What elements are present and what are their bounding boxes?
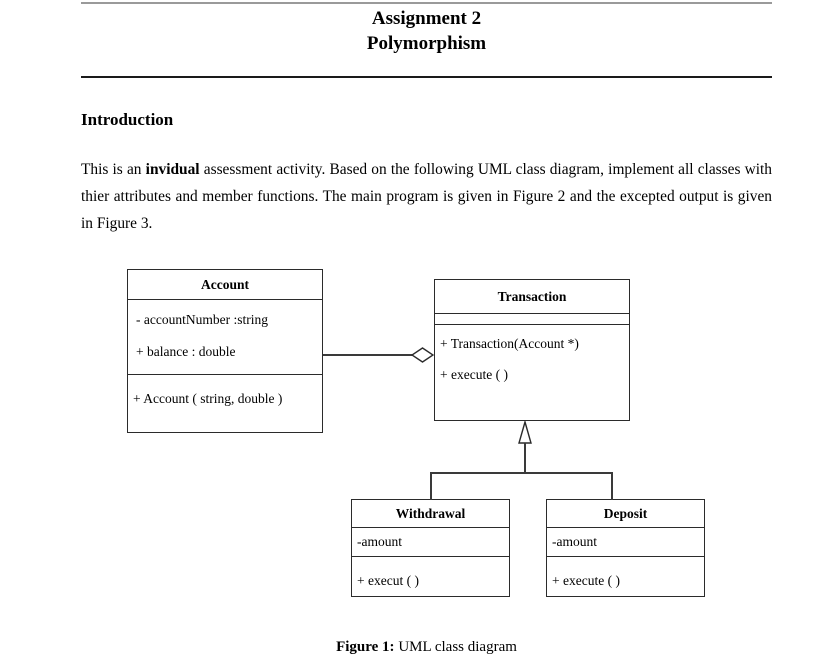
title-line-2: Polymorphism <box>366 33 487 54</box>
uml-operations-account: + Account ( string, double ) <box>128 375 322 430</box>
title-line-1: Assignment 2 <box>371 8 482 29</box>
intro-text-part-2: assessment activity. Based on the follow… <box>81 161 772 233</box>
uml-attribute-row: -amount <box>552 534 597 549</box>
figure-caption-text: UML class diagram <box>394 639 517 655</box>
uml-class-deposit: Deposit -amount + execute ( ) <box>546 499 705 597</box>
uml-class-withdrawal: Withdrawal -amount + execut ( ) <box>351 499 510 597</box>
header-rule-bottom <box>81 76 772 78</box>
figure-caption-label: Figure 1: <box>336 639 395 655</box>
uml-operations-deposit: + execute ( ) <box>547 557 704 596</box>
section-heading-introduction: Introduction <box>81 110 174 129</box>
introduction-paragraph: This is an invidual assessment activity.… <box>81 156 772 237</box>
generalization-drop-deposit <box>611 472 613 500</box>
uml-operation-row: + Account ( string, double ) <box>133 391 283 406</box>
uml-operation-row: + execute ( ) <box>440 367 508 382</box>
generalization-drop-withdrawal <box>430 472 432 500</box>
page-title: Assignment 2 Polymorphism <box>81 6 772 56</box>
uml-attribute-row: - accountNumber :string <box>136 312 268 327</box>
uml-operation-row: + execut ( ) <box>357 573 419 588</box>
uml-attributes-withdrawal: -amount <box>352 528 509 557</box>
generalization-triangle-icon <box>518 421 532 444</box>
uml-attributes-transaction <box>435 314 629 325</box>
aggregation-diamond-icon <box>411 347 434 363</box>
uml-attributes-account: - accountNumber :string + balance : doub… <box>128 300 322 375</box>
uml-operation-row: + execute ( ) <box>552 573 620 588</box>
uml-class-name-transaction: Transaction <box>435 280 629 314</box>
uml-class-transaction: Transaction + Transaction(Account *) + e… <box>434 279 630 421</box>
generalization-bus-line <box>430 472 613 474</box>
uml-class-name-withdrawal: Withdrawal <box>352 500 509 528</box>
uml-class-account: Account - accountNumber :string + balanc… <box>127 269 323 433</box>
uml-attribute-row: + balance : double <box>136 344 236 359</box>
header-rule-top <box>81 2 772 4</box>
uml-class-name-deposit: Deposit <box>547 500 704 528</box>
aggregation-connector-line <box>323 354 413 356</box>
uml-operations-withdrawal: + execut ( ) <box>352 557 509 596</box>
uml-operations-transaction: + Transaction(Account *) + execute ( ) <box>435 325 629 420</box>
figure-caption: Figure 1: UML class diagram <box>81 639 772 656</box>
intro-text-part-1: This is an <box>81 161 146 179</box>
uml-operation-row: + Transaction(Account *) <box>440 336 579 351</box>
uml-attribute-row: -amount <box>357 534 402 549</box>
uml-attributes-deposit: -amount <box>547 528 704 557</box>
generalization-stem-line <box>524 443 526 473</box>
uml-class-name-account: Account <box>128 270 322 300</box>
intro-text-emphasis: invidual <box>145 161 200 179</box>
